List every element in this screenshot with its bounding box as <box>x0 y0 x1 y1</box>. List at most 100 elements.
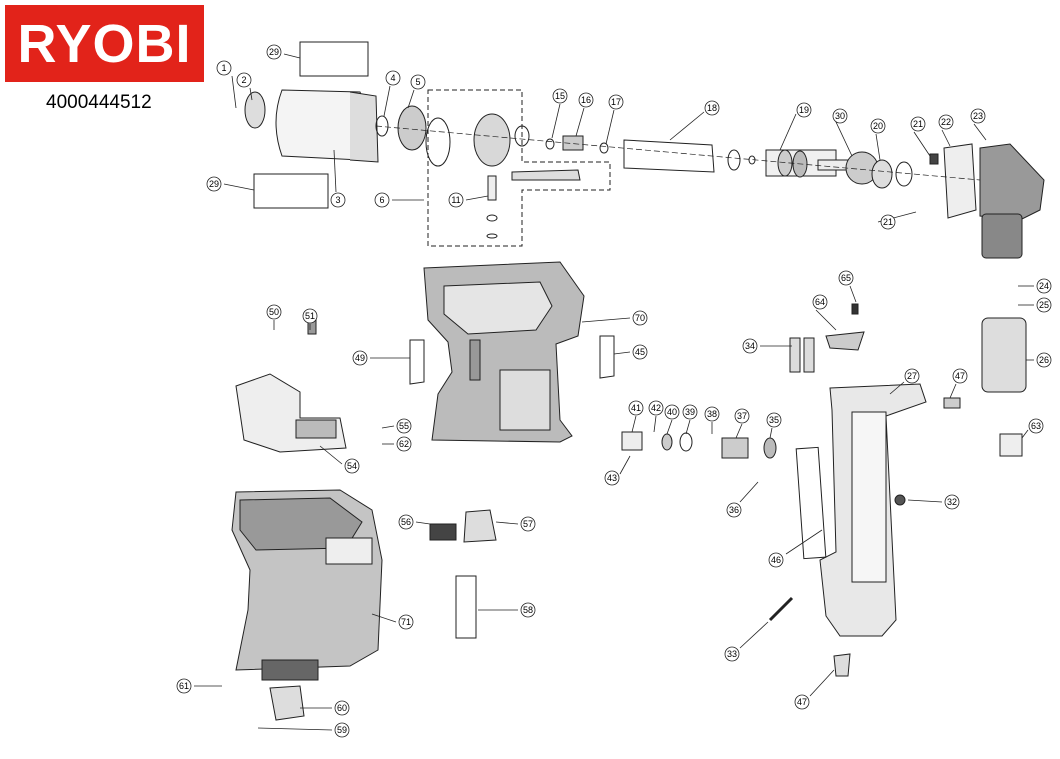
callout-circle <box>604 470 620 486</box>
callout-label: 59 <box>337 725 347 735</box>
callout-16: 16 <box>575 92 594 137</box>
callout-49: 49 <box>352 350 410 366</box>
leader-line <box>381 425 395 429</box>
callout-21: 21 <box>910 116 931 157</box>
callout-label: 54 <box>347 461 357 471</box>
callout-circle <box>794 694 810 710</box>
callout-label: 45 <box>635 347 645 357</box>
callout-circle <box>334 722 350 738</box>
callout-43: 43 <box>604 455 631 486</box>
callout-label: 18 <box>707 103 717 113</box>
leader-line <box>889 381 905 395</box>
callout-label: 41 <box>631 403 641 413</box>
callout-circle <box>704 406 720 422</box>
callout-circle <box>398 614 414 630</box>
callout-5: 5 <box>407 74 426 109</box>
callout-62: 62 <box>382 436 412 452</box>
callout-19: 19 <box>779 102 812 151</box>
housing-half-lower <box>231 489 383 721</box>
callout-circle <box>812 294 828 310</box>
callout-label: 5 <box>415 77 420 87</box>
callout-label: 55 <box>399 421 409 431</box>
leader-line <box>949 383 957 399</box>
leader-line <box>815 309 837 331</box>
callout-label: 20 <box>873 121 883 131</box>
callout-label: 21 <box>913 119 923 129</box>
part-number: 4000444512 <box>46 92 152 113</box>
callout-circle <box>266 304 282 320</box>
callout-18: 18 <box>669 100 720 141</box>
callout-circle <box>628 400 644 416</box>
callout-circle <box>578 92 594 108</box>
callout-34: 34 <box>742 338 792 354</box>
callout-circle <box>682 404 698 420</box>
callout-17: 17 <box>605 94 624 145</box>
callout-38: 38 <box>704 406 720 434</box>
callout-label: 22 <box>941 117 951 127</box>
callout-circle <box>334 700 350 716</box>
leader-line <box>769 427 773 439</box>
callout-45: 45 <box>613 344 648 360</box>
callout-61: 61 <box>176 678 222 694</box>
leader-line <box>913 131 931 157</box>
callout-label: 32 <box>947 497 957 507</box>
callout-label: 19 <box>799 105 809 115</box>
callout-label: 4 <box>390 73 395 83</box>
callout-label: 56 <box>401 517 411 527</box>
callout-circle <box>1036 297 1052 313</box>
callout-circle <box>396 418 412 434</box>
callout-circle <box>176 678 192 694</box>
leader-line <box>605 109 615 145</box>
callout-label: 60 <box>337 703 347 713</box>
callout-circle <box>938 114 954 130</box>
callout-label: 42 <box>651 403 661 413</box>
callout-label: 64 <box>815 297 825 307</box>
callout-65: 65 <box>838 270 857 303</box>
leader-line <box>907 499 943 503</box>
callout-47: 47 <box>949 368 968 399</box>
callout-circle <box>520 602 536 618</box>
callout-label: 47 <box>955 371 965 381</box>
callout-circle <box>766 412 782 428</box>
callout-label: 15 <box>555 91 565 101</box>
callout-25: 25 <box>1018 297 1052 313</box>
callout-circle <box>302 308 318 324</box>
callout-label: 24 <box>1039 281 1049 291</box>
callout-39: 39 <box>682 404 698 435</box>
callout-70: 70 <box>581 310 648 326</box>
callout-circle <box>632 310 648 326</box>
leader-line <box>809 669 835 697</box>
housing-half-upper <box>409 261 615 443</box>
leader-line <box>383 85 391 117</box>
callout-51: 51 <box>302 308 318 330</box>
callout-30: 30 <box>832 108 853 157</box>
callout-label: 71 <box>401 617 411 627</box>
callout-circle <box>396 436 412 452</box>
leader-line <box>319 445 343 465</box>
callout-label: 29 <box>269 47 279 57</box>
callout-24: 24 <box>1018 278 1052 294</box>
callout-3: 3 <box>330 149 346 208</box>
callout-circle <box>344 458 360 474</box>
callout-label: 21 <box>883 217 893 227</box>
leader-line <box>849 285 857 303</box>
callout-label: 26 <box>1039 355 1049 365</box>
leader-line <box>223 183 255 191</box>
callout-55: 55 <box>381 418 412 434</box>
callout-label: 37 <box>737 411 747 421</box>
callout-23: 23 <box>970 108 987 141</box>
callout-circle <box>726 502 742 518</box>
callout-circle <box>838 270 854 286</box>
motor-assembly <box>244 41 1045 259</box>
callout-circle <box>236 72 252 88</box>
callout-58: 58 <box>478 602 536 618</box>
callout-circle <box>216 60 232 76</box>
callout-41: 41 <box>628 400 644 433</box>
callout-label: 40 <box>667 407 677 417</box>
callout-circle <box>410 74 426 90</box>
callout-label: 58 <box>523 605 533 615</box>
callout-label: 57 <box>523 519 533 529</box>
callout-circle <box>374 192 390 208</box>
callout-36: 36 <box>726 481 759 518</box>
callout-label: 47 <box>797 697 807 707</box>
